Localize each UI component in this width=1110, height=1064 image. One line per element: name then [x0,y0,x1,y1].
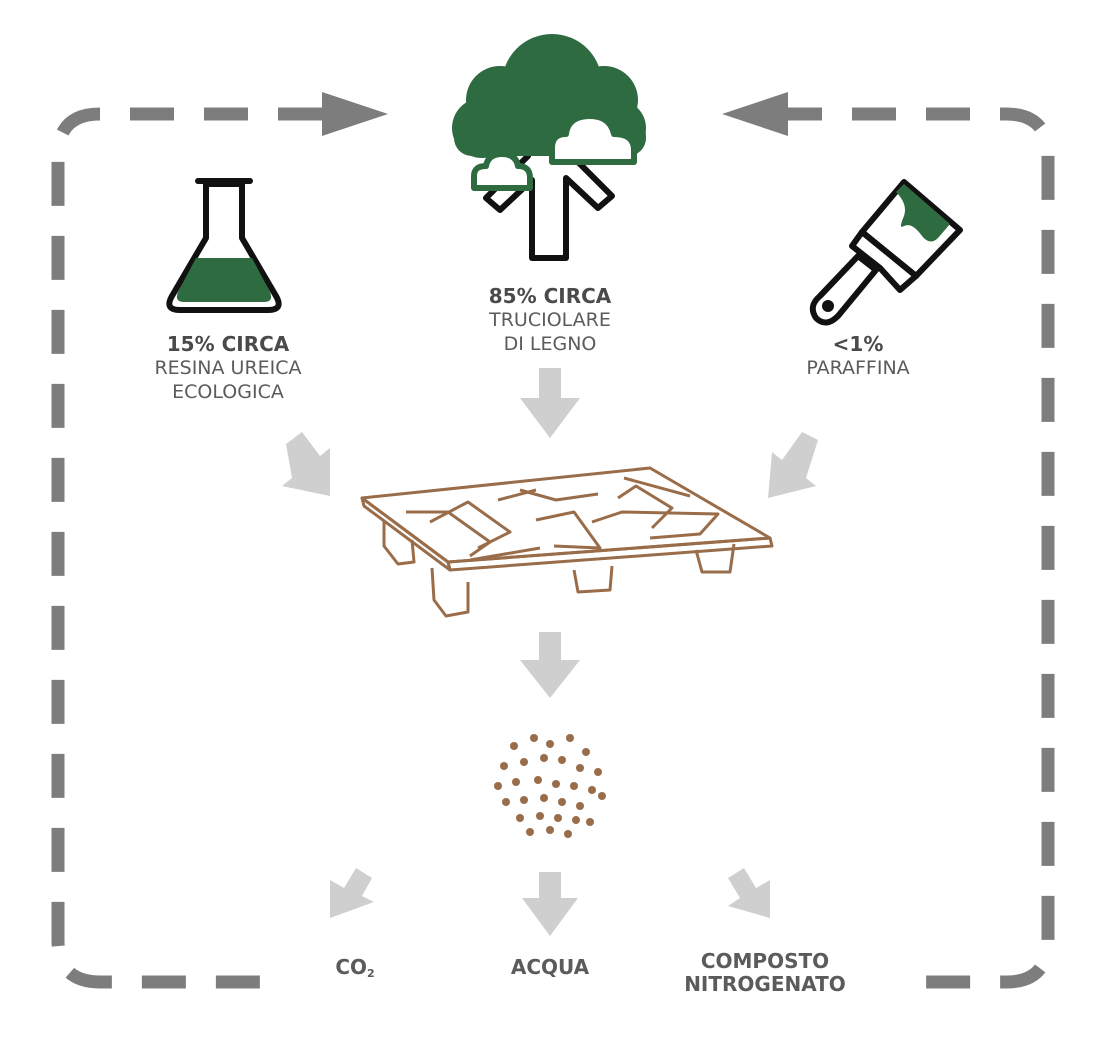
resin-name-line2: ECOLOGICA [172,381,284,403]
co2-subscript: 2 [367,967,375,980]
compost-line2: NITROGENATO [684,972,846,996]
wood-name-line1: TRUCIOLARE [489,309,611,331]
loop-left-segment [51,107,322,989]
water-text: ACQUA [510,955,590,979]
compost-label: COMPOSTO NITROGENATO [660,950,870,996]
resin-percent: 15% CIRCA [166,332,290,356]
flow-arrow-wax [768,432,818,498]
flow-arrow-pallet-down [520,632,580,698]
wax-percent: <1% [832,332,884,356]
tree-icon [452,34,646,261]
loop-arrowhead-right [722,92,788,136]
flask-icon [166,178,282,313]
wood-percent: 85% CIRCA [488,284,612,308]
loop-right-segment [778,107,1055,989]
particles-icon [494,734,606,838]
recycling-loop [51,107,1055,989]
water-label: ACQUA [490,956,610,979]
wood-name-line2: DI LEGNO [503,333,597,355]
resin-name-line1: RESINA UREICA [154,357,302,379]
flow-arrow-water [522,872,578,936]
co2-main: CO [335,955,368,979]
paint-brush-icon [809,179,963,326]
resin-label: 15% CIRCA RESINA UREICA ECOLOGICA [128,332,328,404]
flow-arrow-wood [520,368,580,438]
co2-label: CO2 [300,956,410,985]
wax-label: <1% PARAFFINA [768,332,948,380]
wax-name: PARAFFINA [806,357,910,379]
pallet-icon [360,466,774,618]
loop-arrowhead-left [322,92,388,136]
flow-arrow-co2 [330,868,374,918]
compost-line1: COMPOSTO [700,949,830,973]
flow-arrow-compost [728,868,770,918]
wood-label: 85% CIRCA TRUCIOLARE DI LEGNO [445,284,655,356]
flow-arrow-resin [282,432,330,496]
